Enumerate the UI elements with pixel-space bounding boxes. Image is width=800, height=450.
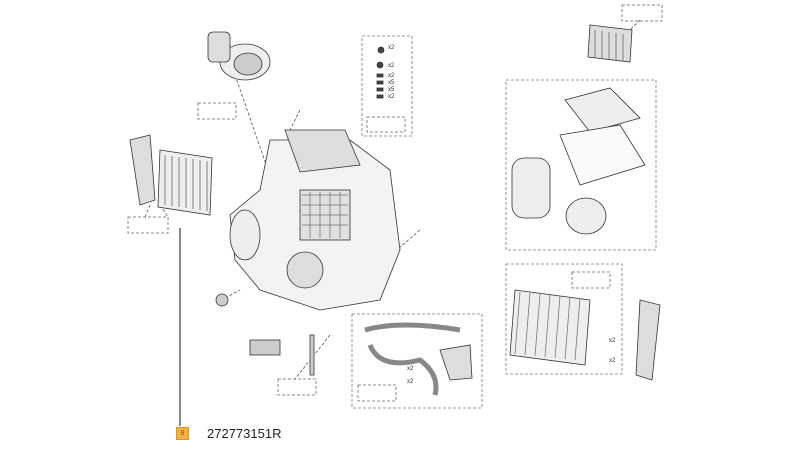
filter-parts <box>511 87 646 235</box>
evaporator <box>509 289 661 381</box>
fastener-quantity-labels: x2 x2 x2 x5 x5 x2 <box>388 45 395 100</box>
heater-core-small <box>587 24 633 63</box>
actuators <box>215 293 315 376</box>
fastener-group-frame <box>361 35 413 137</box>
svg-text:x2: x2 <box>407 379 414 385</box>
svg-text:x5: x5 <box>388 87 395 93</box>
group-frames <box>351 35 657 409</box>
svg-text:x2: x2 <box>388 94 395 100</box>
svg-text:x2: x2 <box>388 73 395 79</box>
qty-label: x2 <box>609 338 616 344</box>
hose-group-frame <box>351 313 483 409</box>
qty-label: x2 <box>388 45 395 51</box>
svg-text:x2: x2 <box>407 366 414 372</box>
hose-seal <box>439 344 473 381</box>
evaporator-group-frame <box>505 263 623 375</box>
label-placeholders <box>127 4 663 402</box>
part-number[interactable]: 272773151R <box>207 426 282 441</box>
hoses <box>364 322 461 396</box>
callout-badge[interactable]: 8 <box>176 427 189 440</box>
hvac-housing <box>229 129 401 311</box>
filter-group-frame <box>505 79 657 251</box>
fasteners <box>376 46 385 99</box>
svg-text:x2: x2 <box>388 63 395 69</box>
cabin-filter <box>129 134 213 216</box>
svg-text:x5: x5 <box>388 80 395 86</box>
svg-text:x2: x2 <box>609 358 616 364</box>
blower-motor <box>207 31 271 81</box>
